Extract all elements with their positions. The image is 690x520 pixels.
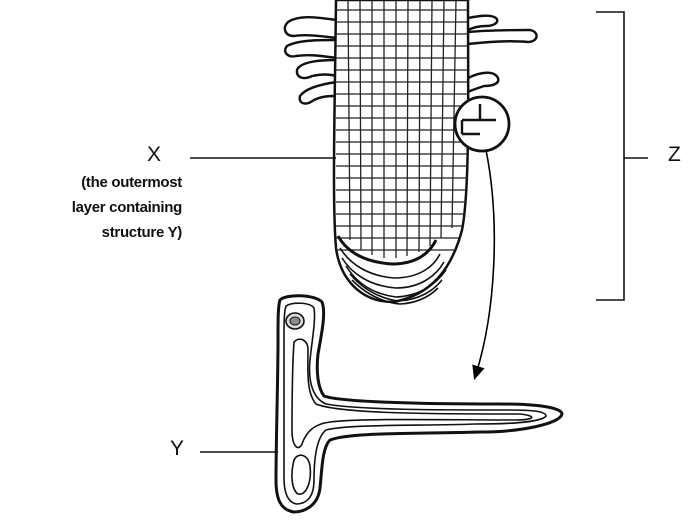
magnify-arrow xyxy=(476,150,494,374)
magnification-circle xyxy=(455,97,509,151)
label-x-note: (the outermost layer containing structur… xyxy=(72,170,182,245)
root-hair-cell xyxy=(276,296,562,512)
cell-wall-outer xyxy=(276,296,562,512)
x-note-line-2: layer containing xyxy=(72,195,182,220)
z-bracket xyxy=(596,12,648,300)
root-tip xyxy=(334,0,468,304)
label-x: X xyxy=(147,143,161,167)
root-outline xyxy=(334,0,468,302)
label-z: Z xyxy=(668,143,681,167)
label-y: Y xyxy=(170,437,184,461)
root-hairs-left xyxy=(285,17,337,103)
vacuole-small xyxy=(292,455,310,494)
x-note-line-1: (the outermost xyxy=(72,170,182,195)
x-note-line-3: structure Y) xyxy=(72,220,182,245)
